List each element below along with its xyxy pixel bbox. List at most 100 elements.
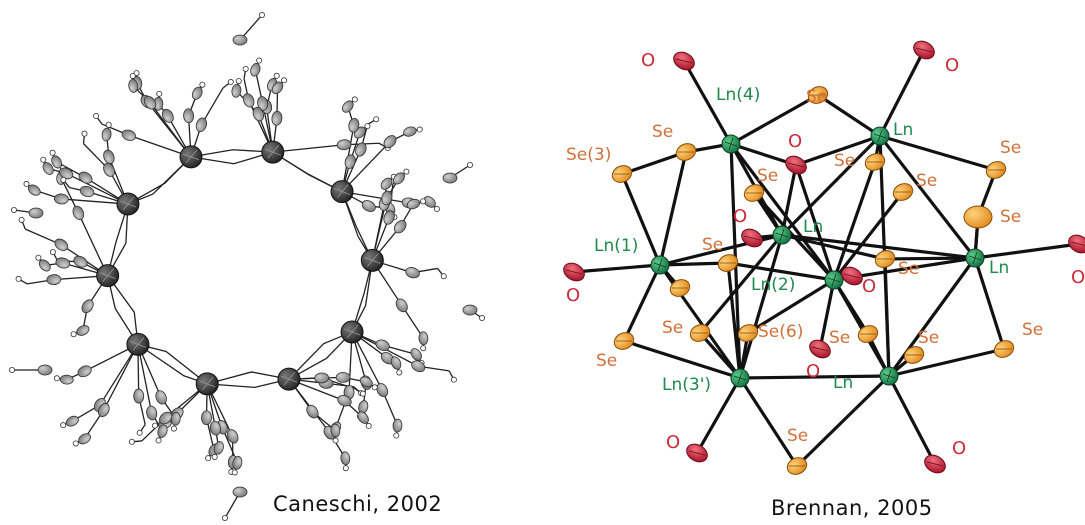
hydrogen-atom (256, 57, 263, 64)
hydrogen-atom (70, 331, 77, 338)
wheel-atoms (8, 11, 485, 522)
cluster-bond (887, 347, 1006, 378)
carbon-atom (252, 106, 265, 122)
carbon-atom (375, 339, 390, 351)
cluster-bond (658, 150, 688, 267)
label-se-top: Se (806, 87, 827, 107)
carbon-atom (28, 207, 44, 219)
cluster-bond (726, 261, 742, 380)
cluster-bond (572, 263, 662, 274)
cluster-bond (620, 150, 688, 176)
carbon-atom (376, 382, 389, 398)
carbon-atom (143, 96, 157, 110)
cluster-bond (832, 160, 877, 282)
hydrogen-atom (403, 168, 410, 175)
o-atom-hatch (915, 47, 933, 53)
ln-atom-hatch (724, 137, 738, 151)
ln-atom-hatch (733, 371, 747, 385)
cluster-bond (794, 163, 836, 282)
label-ln-top-right: Ln (893, 120, 913, 140)
carbon-atom (133, 388, 145, 404)
hydrogen-atom (10, 206, 17, 213)
hydrogen-atom (81, 130, 88, 137)
hydrogen-atom (396, 369, 403, 376)
ring-bond (190, 149, 273, 158)
carbon-atom (381, 190, 393, 206)
hydrogen-atom (242, 65, 249, 72)
hydrogen-atom (332, 437, 339, 444)
carbon-atom (97, 402, 110, 418)
hydrogen-atom (433, 205, 440, 212)
cluster-bond (752, 191, 836, 282)
label-se-upper-left: Se (652, 122, 673, 142)
label-o-center-right: O (862, 276, 876, 297)
hydrogen-atom (466, 161, 473, 168)
hydrogen-atom (478, 314, 485, 321)
hydrogen-atom (60, 176, 67, 183)
hydrogen-atom (155, 437, 162, 444)
hydrogen-atom (199, 81, 206, 88)
hydrogen-atom (105, 121, 112, 128)
carbon-atom (51, 155, 63, 169)
ring-bond (207, 371, 290, 385)
hydrogen-atom (351, 96, 358, 103)
ring-bond (190, 151, 273, 165)
carbon-atom (103, 162, 115, 177)
carbon-atom (442, 172, 458, 184)
cluster-bond (780, 233, 887, 261)
metal-atom-hatch (119, 196, 137, 211)
cluster-bond (698, 233, 784, 335)
hydrogen-atom (364, 123, 371, 130)
hydrogen-atom (60, 422, 67, 429)
label-se-far-right-lower: Se (1022, 320, 1043, 340)
ring-bond (107, 203, 129, 276)
label-ln3-prime: Ln(3') (662, 375, 711, 395)
cluster-bond (622, 339, 742, 380)
carbon-atom (37, 364, 53, 376)
cluster-bond (780, 233, 977, 260)
carbon-atom (55, 257, 71, 269)
carbon-atom (226, 429, 239, 444)
carbon-atom (65, 415, 79, 427)
carbon-atom (410, 348, 422, 361)
metal-atom-hatch (182, 149, 200, 164)
carbon-atom (170, 411, 181, 426)
carbon-atom (128, 79, 139, 93)
carbon-atom (418, 331, 429, 346)
carbon-atom (42, 162, 54, 175)
cluster-bond (832, 278, 870, 336)
hydrogen-atom (231, 469, 238, 476)
carbon-atom (271, 110, 283, 126)
hydrogen-atom (371, 384, 378, 391)
carbon-atom (191, 86, 203, 100)
ring-bond (272, 151, 343, 193)
carbon-atom (155, 390, 167, 405)
carbon-atom (59, 374, 74, 385)
o-atom-hatch (787, 162, 805, 168)
hydrogen-atom (440, 273, 447, 280)
metal-atom-hatch (343, 324, 361, 339)
ring-bond (107, 204, 129, 276)
label-se-center-upper: Se (757, 166, 778, 186)
cluster-bond (738, 233, 784, 380)
hydrogen-atom (93, 113, 100, 120)
carbon-atom (257, 96, 269, 111)
label-se-right-mid: Se (898, 259, 919, 279)
cluster-bond (887, 374, 937, 466)
hydrogen-atom (227, 79, 234, 86)
carbon-atom (355, 142, 367, 157)
hydrogen-atom (211, 453, 218, 460)
carbon-atom (406, 198, 421, 210)
cluster-bond (738, 376, 799, 468)
label-se-center-left: Se (702, 235, 723, 255)
hydrogen-atom (35, 254, 42, 261)
label-ln-right: Ln (989, 258, 1009, 278)
carbon-atom (161, 108, 174, 123)
cluster-bond (883, 256, 977, 261)
carbon-atom (159, 411, 173, 425)
metal-atom-hatch (199, 376, 216, 391)
caneschi-molecular-wheel (8, 11, 485, 522)
carbon-atom (393, 220, 407, 234)
cluster-bond (878, 134, 998, 172)
metal-atom-hatch (99, 268, 116, 282)
